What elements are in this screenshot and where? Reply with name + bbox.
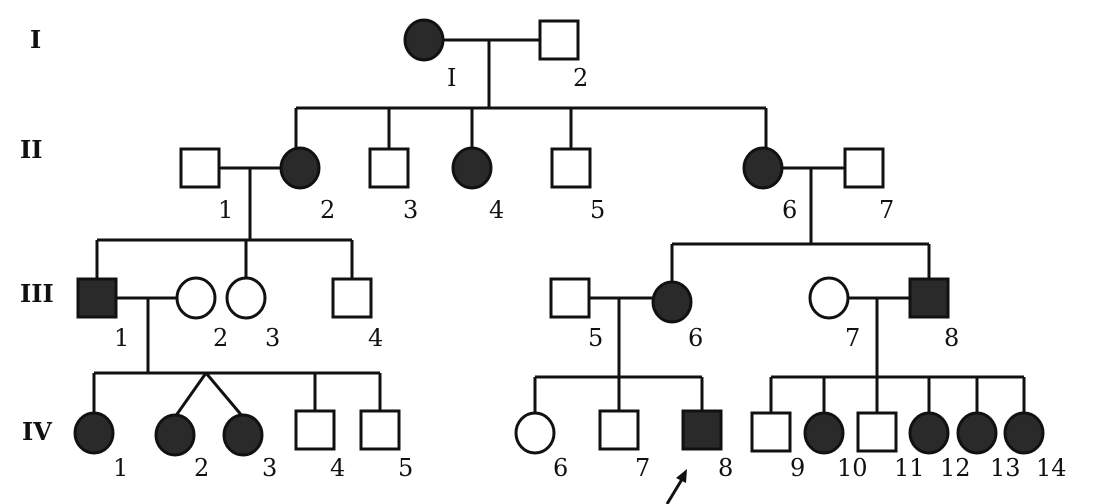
affected-male-icon-iii-1 [76,277,118,319]
unaffected-female-icon-iv-6 [514,411,556,455]
generation-label-iii: III [20,279,54,308]
unaffected-male-icon-iv-11 [856,411,898,453]
unaffected-female-icon-iii-2 [175,276,217,320]
unaffected-male-icon-ii-7 [843,147,885,189]
individual-label-iv-5: 5 [398,454,413,482]
unaffected-female-icon-iii-7 [808,276,850,320]
individual-label-ii-2: 2 [320,196,335,224]
individual-label-iv-4: 4 [330,454,345,482]
pedigree-lines [92,38,1026,504]
unaffected-male-icon-iv-7 [598,409,640,451]
individual-label-i-1: I [447,64,456,92]
individual-label-iv-13: 13 [990,454,1021,482]
individual-label-iii-1: 1 [114,324,129,352]
individual-label-iii-5: 5 [588,324,603,352]
unaffected-male-icon-i-2 [538,19,580,61]
individual-label-ii-1: 1 [218,196,233,224]
twin-line-iv3 [204,372,245,418]
individual-label-ii-6: 6 [782,196,797,224]
individual-label-iii-4: 4 [368,324,383,352]
unaffected-male-icon-iv-4 [294,409,336,451]
affected-male-icon-iii-8 [908,277,950,319]
individual-label-ii-3: 3 [403,196,418,224]
individual-label-iv-10: 10 [837,454,868,482]
individual-label-iii-7: 7 [845,324,860,352]
individual-label-iv-12: 12 [940,454,971,482]
individual-label-iii-6: 6 [688,324,703,352]
individual-label-iii-3: 3 [265,324,280,352]
unaffected-male-icon-ii-1 [179,147,221,189]
individual-label-iv-7: 7 [635,454,650,482]
individual-label-iv-8: 8 [718,454,733,482]
unaffected-male-icon-iv-9 [750,411,792,453]
affected-female-icon-iv-1 [73,411,115,455]
affected-female-icon-iv-12 [908,411,950,455]
unaffected-male-icon-iii-4 [331,277,373,319]
generation-label-ii: II [20,135,42,164]
individual-label-iv-3: 3 [262,454,277,482]
individual-label-iii-8: 8 [944,324,959,352]
unaffected-male-icon-iv-5 [359,409,401,451]
individual-label-ii-7: 7 [879,196,894,224]
affected-male-icon-iv-8 [681,409,723,451]
unaffected-male-icon-iii-5 [549,277,591,319]
affected-female-icon-iv-3 [222,413,264,457]
individual-label-ii-4: 4 [489,196,504,224]
affected-female-icon-i-1 [403,18,445,62]
affected-female-icon-iv-10 [803,411,845,455]
individual-label-ii-5: 5 [590,196,605,224]
affected-female-icon-ii-4 [451,146,493,190]
twin-line-iv2 [173,372,208,418]
individual-label-iv-6: 6 [553,454,568,482]
affected-female-icon-ii-2 [279,146,321,190]
individual-label-iv-2: 2 [194,454,209,482]
individual-label-i-2: 2 [573,64,588,92]
affected-female-icon-iv-14 [1003,411,1045,455]
proband-arrow-icon [665,469,687,504]
individual-label-iv-14: 14 [1036,454,1067,482]
affected-female-icon-iv-13 [956,411,998,455]
affected-female-icon-iii-6 [651,280,693,324]
individual-label-iii-2: 2 [213,324,228,352]
individual-label-iv-11: 11 [894,454,925,482]
affected-female-icon-ii-6 [742,146,784,190]
generation-label-i: I [30,25,41,54]
individual-label-iv-9: 9 [790,454,805,482]
individual-label-iv-1: 1 [113,454,128,482]
unaffected-male-icon-ii-5 [550,147,592,189]
affected-female-icon-iv-2 [154,413,196,457]
unaffected-male-icon-ii-3 [368,147,410,189]
unaffected-female-icon-iii-3 [225,276,267,320]
generation-label-iv: IV [22,417,52,446]
